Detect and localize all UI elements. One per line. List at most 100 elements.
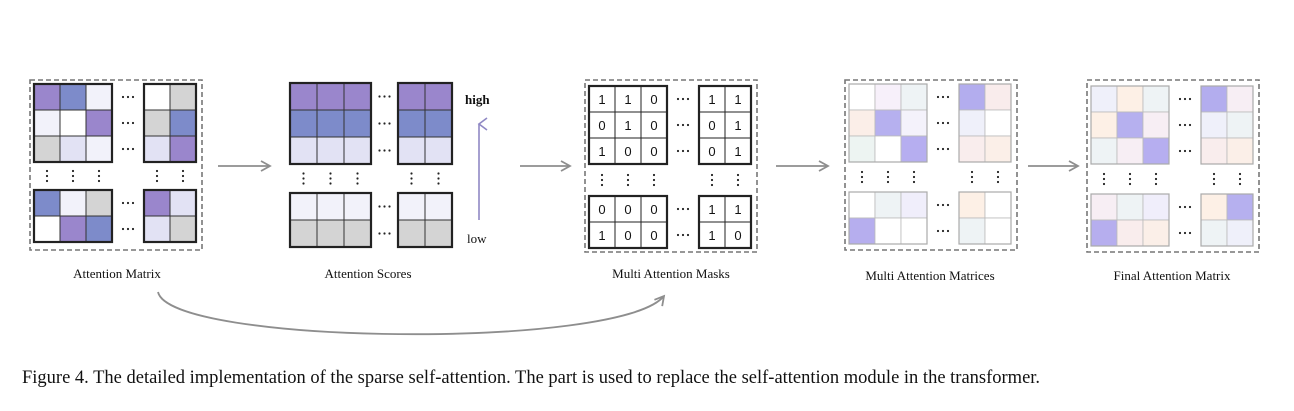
ellipsis-dot (131, 121, 135, 125)
block-outline (848, 83, 928, 163)
mask-value: 0 (624, 144, 631, 159)
ellipsis-dot (676, 233, 680, 237)
block-outline (697, 84, 753, 166)
mask-value: 1 (708, 92, 715, 107)
matrix-cell (848, 83, 876, 111)
block-outline (958, 83, 1012, 163)
ellipsis-dot (1154, 172, 1158, 176)
matrix-cell (1200, 85, 1228, 113)
matrix-cell (984, 109, 1012, 137)
ellipsis-dot (946, 121, 950, 125)
ellipsis-dot (71, 174, 75, 178)
ellipsis-dot (181, 174, 185, 178)
block-outline (32, 188, 114, 244)
dashed-frame (584, 79, 758, 253)
ellipsis-dot (97, 179, 101, 183)
mask-value: 0 (650, 92, 657, 107)
matrix-cell (33, 135, 61, 163)
matrix-cell (848, 109, 876, 137)
ellipsis-dot (946, 203, 950, 207)
ellipsis-dot (383, 149, 386, 152)
scale-low-label: low (467, 231, 487, 246)
ellipsis-dot (126, 147, 130, 151)
panel-label-multi-attention-masks: Multi Attention Masks (612, 266, 730, 281)
ellipsis-dot (121, 121, 125, 125)
ellipsis-dot (71, 179, 75, 183)
matrix-cell (984, 135, 1012, 163)
ellipsis-dot (1238, 177, 1242, 181)
ellipsis-dot (131, 227, 135, 231)
ellipsis-dot (686, 97, 690, 101)
ellipsis-dot (1188, 149, 1192, 153)
ellipsis-dot (941, 121, 945, 125)
ellipsis-dot (329, 182, 332, 185)
ellipsis-dot (970, 170, 974, 174)
ellipsis-dot (1102, 177, 1106, 181)
mask-value: 1 (624, 92, 631, 107)
ellipsis-dot (936, 121, 940, 125)
ellipsis-dot (946, 147, 950, 151)
ellipsis-dot (126, 121, 130, 125)
figure-caption: Figure 4. The detailed implementation of… (22, 368, 1041, 388)
ellipsis-dot (1212, 182, 1216, 186)
ellipsis-dot (860, 180, 864, 184)
ellipsis-dot (329, 172, 332, 175)
matrix-cell (59, 83, 87, 111)
ellipsis-dot (1238, 172, 1242, 176)
ellipsis-dot (410, 172, 413, 175)
ellipsis-dot (378, 205, 381, 208)
matrix-cell (289, 219, 318, 248)
matrix-cell (85, 135, 113, 163)
ellipsis-dot (356, 172, 359, 175)
ellipsis-dot (437, 182, 440, 185)
ellipsis-dot (710, 178, 714, 182)
matrix-cell (588, 85, 616, 113)
ellipsis-dot (652, 173, 656, 177)
matrix-cell (958, 83, 986, 111)
matrix-cell (397, 192, 426, 221)
ellipsis-dot (437, 177, 440, 180)
mask-value: 0 (650, 144, 657, 159)
ellipsis-dot (1212, 172, 1216, 176)
matrix-cell (984, 217, 1012, 245)
block-outline (1090, 193, 1170, 247)
mask-value: 0 (650, 118, 657, 133)
matrix-cell (143, 215, 171, 243)
ellipsis-dot (1183, 97, 1187, 101)
ellipsis-dot (970, 175, 974, 179)
matrix-cell (640, 221, 668, 249)
panel-attention-matrix (29, 79, 203, 251)
mask-value: 1 (734, 202, 741, 217)
ellipsis-dot (1238, 182, 1242, 186)
ellipsis-dot (941, 229, 945, 233)
matrix-cell (169, 83, 197, 111)
ellipsis-dot (388, 122, 391, 125)
matrix-cell (588, 111, 616, 139)
matrix-cell (900, 83, 928, 111)
ellipsis-dot (383, 205, 386, 208)
ellipsis-dot (181, 169, 185, 173)
ellipsis-dot (388, 95, 391, 98)
mask-value: 1 (734, 118, 741, 133)
ellipsis-dot (71, 169, 75, 173)
matrix-cell (424, 109, 453, 138)
ellipsis-dot (941, 147, 945, 151)
ellipsis-dot (676, 149, 680, 153)
ellipsis-dot (383, 95, 386, 98)
ellipsis-dot (1102, 172, 1106, 176)
ellipsis-dot (155, 169, 159, 173)
ellipsis-dot (1102, 182, 1106, 186)
mask-value: 0 (650, 228, 657, 243)
ellipsis-dot (710, 173, 714, 177)
matrix-cell (59, 109, 87, 137)
matrix-cell (289, 192, 318, 221)
ellipsis-dot (936, 203, 940, 207)
ellipsis-dot (329, 177, 332, 180)
panel-label-multi-attention-matrices: Multi Attention Matrices (865, 268, 995, 283)
matrix-cell (424, 82, 453, 111)
matrix-cell (1226, 137, 1254, 165)
dashed-frame (29, 79, 203, 251)
matrix-cell (289, 109, 318, 138)
mask-value: 1 (624, 118, 631, 133)
ellipsis-dot (912, 180, 916, 184)
